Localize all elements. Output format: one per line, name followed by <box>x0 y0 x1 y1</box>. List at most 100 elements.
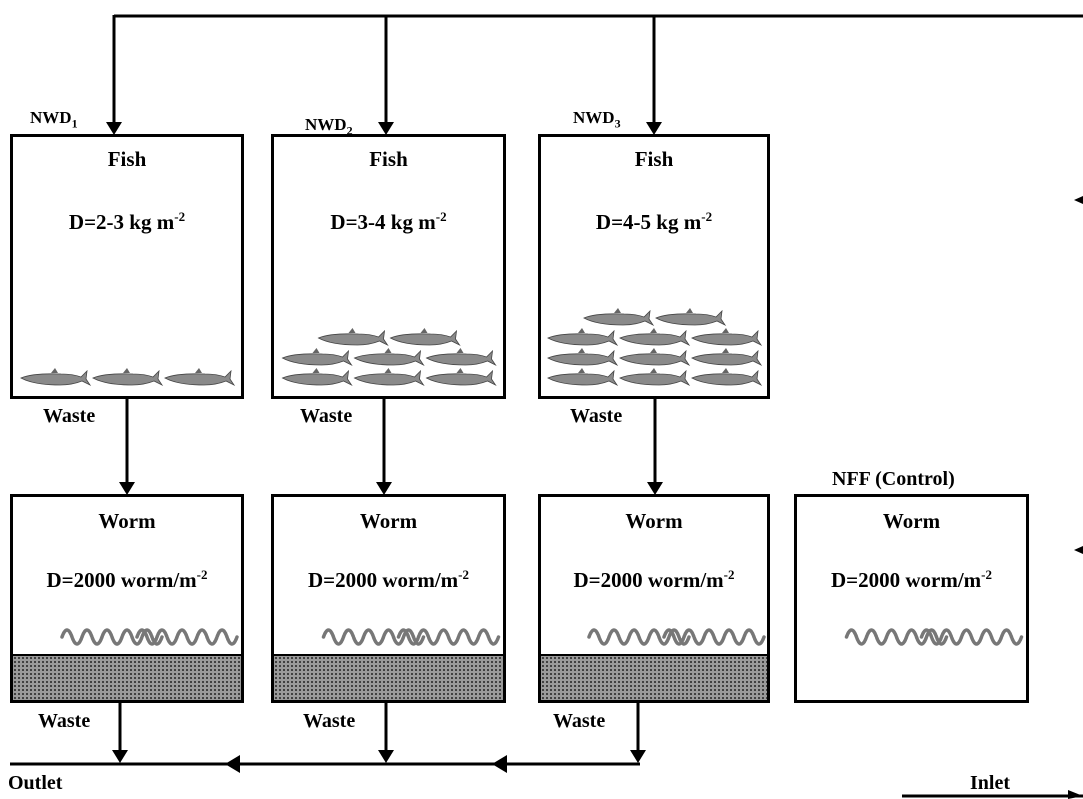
fish <box>547 349 619 367</box>
fish <box>389 329 461 347</box>
fish <box>353 369 425 387</box>
control-label: NFF (Control) <box>832 468 955 490</box>
fish-tank-title: Fish <box>634 147 674 171</box>
outlet-arrowhead-1 <box>112 750 128 763</box>
fish <box>317 329 389 347</box>
waste-label-worm-2: Waste <box>303 710 356 732</box>
worm-tank-title: Worm <box>359 509 418 533</box>
fish <box>691 369 763 387</box>
outlet-label: Outlet <box>8 772 63 794</box>
fish <box>547 329 619 347</box>
waste-label-fish-1: Waste <box>43 405 96 427</box>
fish-tank-title: Fish <box>107 147 147 171</box>
right-arrow-mark-1 <box>1074 196 1083 204</box>
supply-arrowhead-2 <box>378 122 394 135</box>
fish <box>547 369 619 387</box>
fish-fin <box>456 348 464 353</box>
sediment-layer <box>541 654 767 700</box>
fish-group <box>20 368 236 387</box>
worm-group <box>844 628 1024 646</box>
worm-tank-density: D=2000 worm/m-2 <box>573 567 735 592</box>
fish-fin <box>650 328 657 333</box>
worm <box>396 628 501 646</box>
fish-fin <box>312 368 320 373</box>
fish-fin <box>722 368 729 373</box>
fish-fin <box>650 368 657 373</box>
fish-fin <box>51 368 58 373</box>
outlet-line-arrowhead-1 <box>225 755 240 773</box>
outlet-arrowhead-2 <box>378 750 394 763</box>
inlet-arrowhead <box>1068 790 1083 799</box>
fish-fin <box>384 368 392 373</box>
fish <box>281 349 353 367</box>
waste-label-worm-3: Waste <box>553 710 606 732</box>
fish <box>691 329 763 347</box>
fish-fin <box>195 368 202 373</box>
fish-fin <box>456 368 464 373</box>
fish <box>583 309 655 327</box>
fish <box>281 369 353 387</box>
fish-tank-3: Fish D=4-5 kg m-2 <box>538 134 770 399</box>
fish-tank-density: D=4-5 kg m-2 <box>595 209 713 234</box>
sediment-layer <box>274 654 503 700</box>
supply-arrowhead-1 <box>106 122 122 135</box>
fish <box>92 369 164 387</box>
fish-fin <box>722 348 729 353</box>
fish-fin <box>722 328 729 333</box>
worm-tank-density: D=2000 worm/m-2 <box>46 567 208 592</box>
fish-tank-1: Fish D=2-3 kg m-2 <box>10 134 244 399</box>
fish <box>353 349 425 367</box>
waste-arrowhead-2 <box>376 482 392 495</box>
waste-label-fish-3: Waste <box>570 405 623 427</box>
fish <box>425 369 497 387</box>
worm-group <box>60 628 239 646</box>
supply-arrowhead-3 <box>646 122 662 135</box>
waste-label-fish-2: Waste <box>300 405 353 427</box>
worm-tank-title: Worm <box>98 509 156 533</box>
worm-tank-control: Worm D=2000 worm/m-2 <box>794 494 1029 703</box>
worm-tank-title: Worm <box>625 509 683 533</box>
outlet-arrowhead-3 <box>630 750 646 763</box>
worm <box>662 628 766 646</box>
fish-tank-title: Fish <box>369 147 408 171</box>
inflow-label-3: NWD3 <box>573 108 621 131</box>
fish-tank-density: D=3-4 kg m-2 <box>330 209 447 234</box>
fish <box>655 309 727 327</box>
fish-fin <box>420 328 428 333</box>
worm-group <box>587 628 766 646</box>
inflow-label-1: NWD1 <box>30 108 78 131</box>
fish-fin <box>614 308 621 313</box>
fish-fin <box>312 348 320 353</box>
waste-arrowhead-3 <box>647 482 663 495</box>
fish-fin <box>578 328 585 333</box>
worm-tank-3: Worm D=2000 worm/m-2 <box>538 494 770 703</box>
fish-group <box>547 308 763 387</box>
worm-tank-density: D=2000 worm/m-2 <box>830 567 993 592</box>
waste-arrowhead-1 <box>119 482 135 495</box>
fish-fin <box>123 368 130 373</box>
fish <box>619 349 691 367</box>
worm-tank-density: D=2000 worm/m-2 <box>307 567 470 592</box>
inflow-label-2: NWD2 <box>305 115 353 138</box>
inlet-label: Inlet <box>970 772 1010 794</box>
worm-group <box>321 628 501 646</box>
fish-fin <box>384 348 392 353</box>
worm-tank-title: Worm <box>882 509 941 533</box>
sediment-layer <box>13 654 241 700</box>
fish <box>691 349 763 367</box>
fish-tank-2: Fish D=3-4 kg m-2 <box>271 134 506 399</box>
worm <box>135 628 239 646</box>
worm-tank-1: Worm D=2000 worm/m-2 <box>10 494 244 703</box>
fish <box>20 369 92 387</box>
fish-tank-density: D=2-3 kg m-2 <box>68 209 186 234</box>
outlet-line-arrowhead-2 <box>492 755 507 773</box>
worm <box>919 628 1024 646</box>
fish-group <box>281 328 497 387</box>
waste-label-worm-1: Waste <box>38 710 91 732</box>
right-arrow-mark-2 <box>1074 546 1083 554</box>
fish-fin <box>650 348 657 353</box>
fish-fin <box>578 368 585 373</box>
fish-fin <box>578 348 585 353</box>
fish <box>164 369 236 387</box>
